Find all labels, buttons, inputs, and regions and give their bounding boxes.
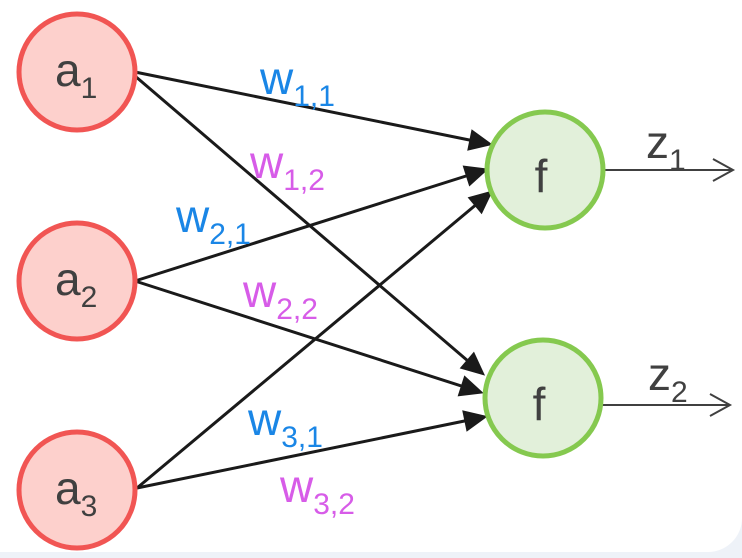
- input-node-circle: [16, 220, 138, 342]
- activation-node-f1: f: [484, 109, 606, 231]
- weight-subscript: 1,2: [283, 164, 325, 197]
- weight-symbol: w: [242, 265, 277, 317]
- weight-symbol: w: [279, 460, 314, 512]
- weight-label-a1-f1: w1,1: [259, 52, 335, 113]
- edge-a3-f1: [136, 191, 491, 490]
- output-subscript: 2: [671, 376, 688, 409]
- activation-node-circle: [482, 337, 604, 459]
- input-symbol: a: [55, 462, 81, 514]
- weight-labels-group: w1,1w1,2w2,1w2,2w3,1w3,2: [175, 52, 355, 521]
- output-nodes-group: ff: [482, 109, 606, 459]
- weight-label-a3-f1: w3,1: [247, 393, 323, 454]
- input-node-a2: a2: [16, 220, 138, 342]
- input-symbol: a: [55, 253, 81, 305]
- weight-subscript: 3,2: [313, 488, 355, 521]
- arrowhead-icon: [462, 165, 489, 187]
- arrowhead-icon: [459, 351, 486, 376]
- activation-node-label: f: [533, 378, 546, 430]
- input-node-circle: [16, 429, 138, 551]
- arrowhead-icon: [462, 410, 488, 432]
- activation-node-label: f: [535, 150, 548, 202]
- arrowhead-icon: [467, 129, 493, 151]
- weight-symbol: w: [249, 136, 284, 188]
- activation-node-circle: [484, 109, 606, 231]
- arrowhead-icon: [467, 190, 494, 215]
- input-node-circle: [16, 11, 138, 133]
- edge-a2-f2: [134, 279, 481, 394]
- output-symbol: z: [648, 348, 671, 400]
- weight-label-a2-f1: w2,1: [175, 190, 251, 251]
- input-node-label: a3: [55, 462, 97, 523]
- weight-subscript: 2,2: [276, 293, 318, 326]
- edge-a3-f2: [136, 414, 485, 490]
- input-symbol: a: [55, 44, 81, 96]
- output-label-f2: z2: [648, 348, 688, 409]
- input-subscript: 1: [81, 72, 98, 105]
- weight-label-a2-f2: w2,2: [242, 265, 318, 326]
- input-node-a1: a1: [16, 11, 138, 133]
- weight-subscript: 1,1: [293, 80, 335, 113]
- edge-a2-f1: [134, 168, 486, 283]
- input-node-a3: a3: [16, 429, 138, 551]
- input-subscript: 3: [81, 490, 98, 523]
- weight-symbol: w: [259, 52, 294, 104]
- output-symbol: z: [646, 116, 669, 168]
- edges-group: [134, 70, 494, 490]
- activation-node-f2: f: [482, 337, 604, 459]
- output-subscript: 1: [669, 144, 686, 177]
- weight-label-a1-f2: w1,2: [249, 136, 325, 197]
- weight-subscript: 3,1: [281, 421, 323, 454]
- arrowhead-icon: [457, 375, 484, 397]
- weight-label-a3-f2: w3,2: [279, 460, 355, 521]
- input-node-label: a1: [55, 44, 97, 105]
- weight-symbol: w: [175, 190, 210, 242]
- weight-symbol: w: [247, 393, 282, 445]
- open-arrow-icon: [709, 393, 733, 417]
- input-subscript: 2: [81, 281, 98, 314]
- weight-subscript: 2,1: [209, 218, 251, 251]
- input-node-label: a2: [55, 253, 97, 314]
- open-arrow-icon: [712, 158, 736, 182]
- output-label-f1: z1: [646, 116, 686, 177]
- edge-a1-f1: [134, 70, 490, 147]
